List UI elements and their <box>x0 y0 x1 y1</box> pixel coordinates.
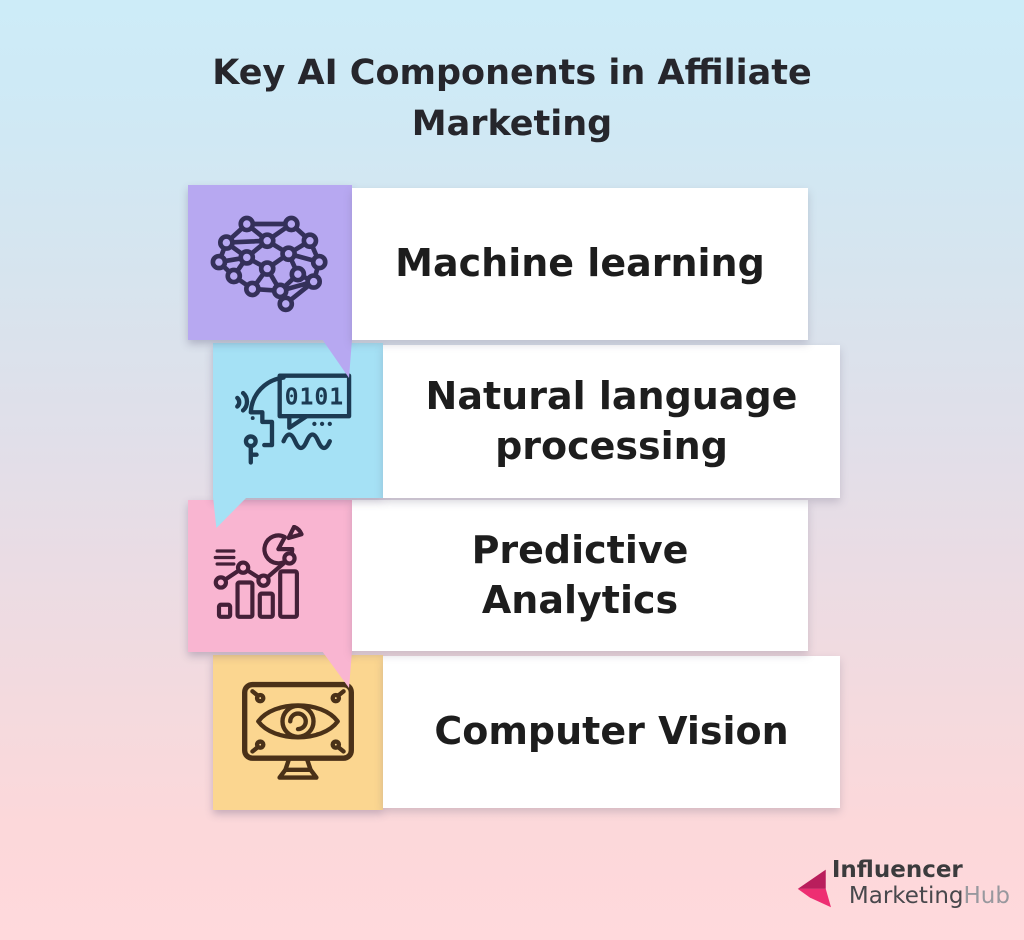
computer-vision-card: Computer Vision <box>383 656 840 808</box>
influencer-marketing-hub-logo: Influencer MarketingHub <box>796 857 1010 912</box>
nlp-icon-box: 0101 <box>213 343 383 498</box>
logo-hub: Hub <box>963 882 1010 909</box>
logo-line1: Influencer <box>831 857 963 883</box>
nlp-card: Natural language processing <box>383 345 840 498</box>
neural-network-icon <box>210 215 328 312</box>
page-title: Key AI Components in Affiliate Marketing <box>212 53 812 144</box>
predictive-analytics-icon <box>213 525 304 619</box>
machine-learning-card: Machine learning <box>352 188 808 340</box>
binary-text: 0101 <box>285 384 345 410</box>
predictive-analytics-icon-box <box>188 500 352 652</box>
nlp-head-binary-icon: 0101 <box>235 373 352 465</box>
computer-vision-label: Computer Vision <box>434 709 789 754</box>
logo-line2: MarketingHub <box>848 882 1010 910</box>
computer-vision-icon <box>242 681 354 780</box>
logo-text: Influencer MarketingHub <box>831 857 1010 910</box>
computer-vision-icon-box <box>213 655 383 810</box>
logo-marketing: Marketing <box>848 882 964 909</box>
nlp-label: Natural language processing <box>425 374 798 468</box>
logo-arrow-icon <box>797 869 831 908</box>
predictive-analytics-label: Predictive Analytics <box>471 528 689 622</box>
predictive-analytics-card: Predictive Analytics <box>352 500 808 651</box>
machine-learning-icon-box <box>188 185 352 340</box>
machine-learning-label: Machine learning <box>395 241 765 286</box>
